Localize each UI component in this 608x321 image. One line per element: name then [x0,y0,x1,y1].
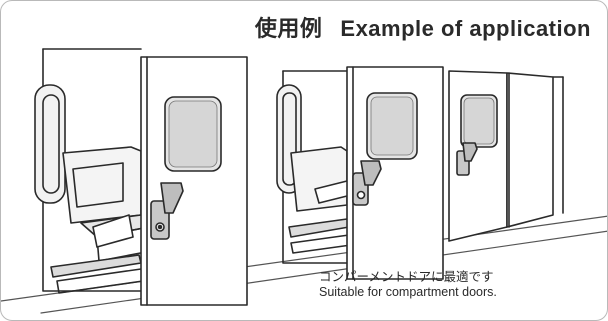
door-latch [456,142,478,176]
door-latch [150,182,184,240]
wall-window [34,84,66,204]
seat [50,146,152,294]
compartment-2 [276,66,444,280]
title-japanese: 使用例 [254,16,323,41]
caption-japanese: コンパーメントドアに最適です [319,270,494,284]
caption-english: Suitable for compartment doors. [319,285,497,299]
title-english: Example of application [340,16,591,41]
compartment-1 [34,48,248,306]
caption: コンパーメントドアに最適です Suitable for compartment … [319,270,591,300]
seat [288,146,352,254]
door-panel [140,56,248,306]
section-title: 使用例 Example of application [255,11,591,43]
door-latch [352,160,382,206]
compartment-3 [448,70,564,242]
